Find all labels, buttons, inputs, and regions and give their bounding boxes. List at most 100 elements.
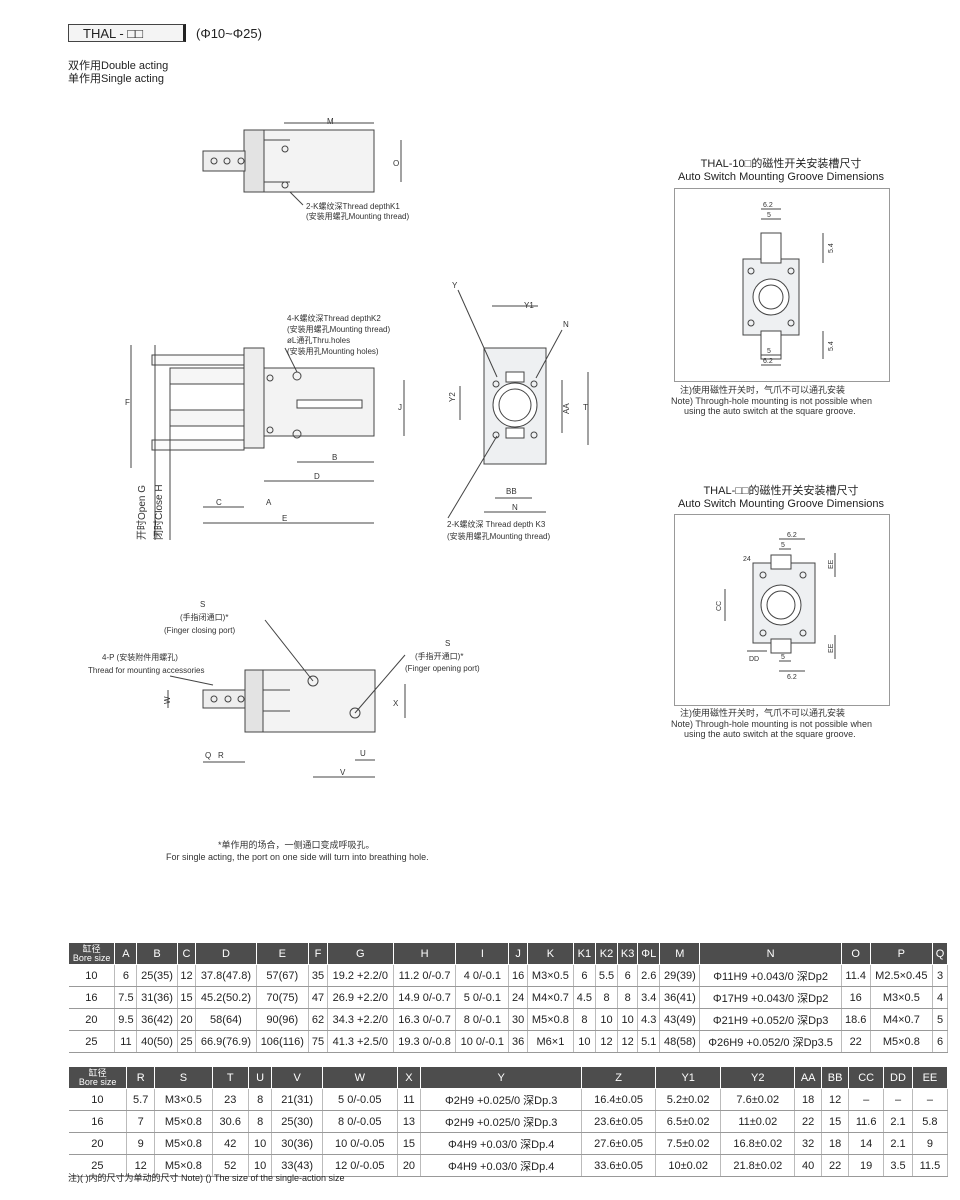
label-p-en: Thread for mounting accessories (88, 666, 205, 675)
table-cell: 6 (573, 964, 596, 987)
table-cell: 31(36) (136, 986, 178, 1009)
column-header: V (271, 1066, 323, 1089)
table-cell: 10 (68, 1088, 128, 1111)
table-cell: 21.8±0.02 (720, 1154, 796, 1177)
table-cell: 5.1 (637, 1030, 661, 1053)
table-cell: 8 (248, 1110, 273, 1133)
table-cell: 5.7 (126, 1088, 156, 1111)
table-cell: 5.8 (912, 1110, 949, 1133)
label-q: Q (205, 751, 211, 760)
table-cell: M5×0.8 (527, 1008, 574, 1031)
column-header: C (176, 942, 197, 965)
table-cell: 36(41) (659, 986, 701, 1009)
table-cell: M6×1 (527, 1030, 574, 1053)
label-w: W (163, 696, 172, 704)
table-cell: 42 (212, 1132, 249, 1155)
table-cell: 43(49) (659, 1008, 701, 1031)
label-f: F (125, 398, 130, 407)
table-cell: 20 (177, 1008, 197, 1031)
table-cell: M3×0.5 (154, 1088, 213, 1111)
table-cell: 9.5 (114, 1008, 138, 1031)
column-header: J (508, 942, 529, 965)
label-j: J (398, 403, 402, 412)
p1-dim-f: 6.2 (763, 358, 773, 365)
label-open-g: 开时Open G (136, 485, 148, 540)
table-cell: 6 (617, 964, 639, 987)
table-cell: 6 (932, 1030, 948, 1053)
table-cell: 22 (821, 1154, 850, 1177)
column-header: H (392, 942, 457, 965)
table-cell: 16 (68, 986, 116, 1009)
label-y1: Y1 (524, 301, 534, 310)
table-cell: 10 (248, 1154, 273, 1177)
table-cell: 20 (397, 1154, 422, 1177)
table-cell: 10±0.02 (655, 1154, 722, 1177)
label-k1: 2-K螺纹深Thread depthK1 (306, 201, 400, 211)
table-cell: 11±0.02 (720, 1110, 796, 1133)
column-header: G (326, 942, 394, 965)
label-l: øL通孔Thru.holes (287, 335, 350, 345)
column-header: B (136, 942, 178, 965)
label-a: A (266, 498, 272, 507)
label-bb: BB (506, 487, 517, 496)
column-header: N (699, 942, 842, 965)
table-cell: 11 (114, 1030, 138, 1053)
p1-dim-d: 5.4 (828, 341, 835, 351)
label-n2: N (512, 503, 518, 512)
table-cell: 2.1 (883, 1132, 913, 1155)
panel2-note-2: Note) Through-hole mounting is not possi… (671, 719, 872, 729)
table-cell: 5 0/-0.05 (322, 1088, 398, 1111)
label-k2: 4-K螺纹深Thread depthK2 (287, 313, 381, 323)
panel1-title-cn: THAL-10□的磁性开关安装槽尺寸 (700, 158, 862, 170)
table-cell: 6 (114, 964, 138, 987)
p2-dim-24: 24 (743, 556, 751, 563)
table-cell: 48(58) (659, 1030, 701, 1053)
table-cell: 13 (397, 1110, 422, 1133)
label-y: Y (452, 281, 458, 290)
table-cell: 16 (68, 1110, 128, 1133)
table-cell: 57(67) (256, 964, 310, 987)
table-cell: M5×0.8 (154, 1110, 213, 1133)
table-cell: 11 (397, 1088, 422, 1111)
table-cell: 5.5 (595, 964, 619, 987)
panel1-note-1: 注)使用磁性开关时，气爪不可以通孔安装 (680, 385, 845, 395)
table-cell: 19.3 0/-0.8 (393, 1030, 457, 1053)
panel2-note-3: using the auto switch at the square groo… (684, 729, 856, 739)
table-cell: 75 (308, 1030, 328, 1053)
p2-dim-dd: DD (749, 656, 759, 663)
label-x: X (393, 699, 399, 708)
table-cell: 30.6 (212, 1110, 249, 1133)
table-cell: 10 (68, 964, 116, 987)
panel2-title-en: Auto Switch Mounting Groove Dimensions (677, 498, 885, 510)
table-cell: 16.8±0.02 (720, 1132, 796, 1155)
p2-dim-ee1: EE (828, 559, 835, 569)
column-header: CC (848, 1066, 885, 1089)
table-cell: 15 (397, 1132, 422, 1155)
table-cell: 8 (573, 1008, 596, 1031)
column-header: DD (883, 1066, 913, 1089)
table-cell: 10 (595, 1008, 619, 1031)
table-cell: 36(42) (136, 1008, 178, 1031)
label-b: B (332, 453, 337, 462)
column-header: M (659, 942, 701, 965)
table-cell: M5×0.8 (870, 1030, 934, 1053)
table-cell: 14 (848, 1132, 885, 1155)
label-o: O (393, 159, 399, 168)
double-acting-label: 双作用Double acting (68, 60, 169, 72)
table-cell: 15 (821, 1110, 850, 1133)
p2-dim-b: 5 (781, 542, 785, 549)
table-cell: 6.5±0.02 (655, 1110, 722, 1133)
table-cell: 58(64) (195, 1008, 257, 1031)
table-cell: M3×0.5 (870, 986, 934, 1009)
table-cell: – (883, 1088, 913, 1111)
label-u: U (360, 749, 366, 758)
table-cell: 34.3 +2.2/0 (327, 1008, 394, 1031)
table-cell: 18 (794, 1088, 823, 1111)
table-cell: 10 (248, 1132, 273, 1155)
table-cell: 45.2(50.2) (195, 986, 257, 1009)
table-cell: 16 (508, 964, 529, 987)
